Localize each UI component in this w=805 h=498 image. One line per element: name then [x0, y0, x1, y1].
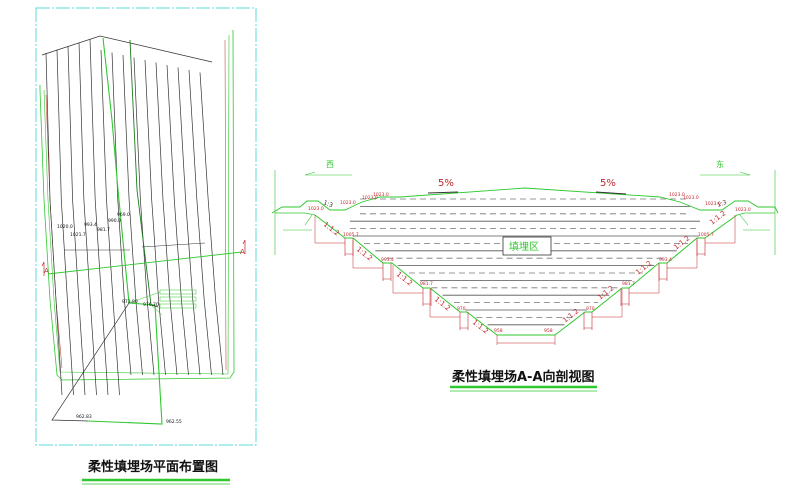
dimension-bench — [667, 240, 698, 269]
berm-right — [736, 212, 775, 216]
slope-percent-left: 5% — [438, 178, 454, 189]
slope-ratio-label: 1:1.2 — [672, 234, 691, 251]
elev-label: 1021.7 — [70, 232, 86, 238]
note-callout — [159, 296, 197, 302]
elev-top-right-4: 1023.0 — [669, 192, 685, 198]
west-arrowhead — [304, 171, 316, 176]
slope-ratio-label: 1:1.2 — [433, 295, 452, 312]
elev-bottom-right: 958 — [544, 328, 553, 334]
elev-top-right-3: 1023.0 — [683, 195, 699, 201]
drain-left — [304, 214, 313, 226]
elev-top-left: 1023.0 — [308, 206, 324, 212]
slope-ratio-label: 1:1.2 — [322, 220, 341, 237]
slope-arrow-right — [595, 191, 627, 195]
note-callout — [159, 289, 197, 295]
zone-label-box — [502, 236, 552, 256]
pit-top-edge — [41, 35, 213, 63]
pit-contour-line — [67, 45, 86, 396]
plan-title: 柔性填埋场平面布置图 — [87, 459, 218, 475]
site-boundary-inner — [43, 34, 230, 375]
section-title: 柔性填埋场A-A向剖视图 — [451, 369, 595, 385]
elev-bottom-left: 958 — [494, 328, 503, 334]
elev-step-left: 1005.7 — [343, 232, 359, 238]
callout-leader — [150, 304, 163, 316]
plan-elevation-labels: 1020.0 1021.7 993.4 981.7 990.0 969.0 97… — [44, 212, 245, 425]
elev-step-right: 1005.7 — [698, 232, 714, 238]
elev-top-left-2: 1023.0 — [340, 200, 356, 206]
section-view — [271, 170, 779, 345]
dimension-bench — [705, 215, 736, 244]
elev-step-left: 970 — [457, 306, 466, 312]
slope-outer-right: 1:3 — [716, 199, 728, 209]
dimension-bench — [392, 265, 423, 294]
section-arrow-left — [41, 261, 45, 276]
slope-ratio-label: 1:1.2 — [634, 259, 653, 276]
elev-label: 976.70 — [143, 302, 159, 308]
pit-contour-line — [122, 54, 143, 376]
elev-label: 973.80 — [122, 299, 138, 305]
elev-top-left-4: 1023.0 — [373, 192, 389, 198]
zone-label: 填埋区 — [509, 240, 539, 253]
slope-arrow-left — [427, 191, 459, 194]
elev-label: 990.0 — [108, 218, 121, 224]
elev-label: 993.4 — [84, 222, 97, 228]
section-labels: 西 东 5% 5% 填埋区 1:3 1:3 1023.0 1023.0 1023… — [308, 159, 751, 334]
section-line-a-a — [47, 251, 243, 275]
berm-left — [275, 212, 316, 216]
elev-step-left: 981.7 — [420, 281, 433, 287]
west-label: 西 — [326, 160, 334, 169]
section-marker-right: A — [240, 248, 245, 256]
pit-bottom-left — [51, 302, 130, 422]
section-arrow-right — [242, 239, 246, 254]
plan-view — [39, 29, 246, 425]
elev-step-right: 981.7 — [622, 281, 635, 287]
dimension-bench — [429, 289, 460, 318]
dimension-line — [141, 242, 206, 248]
elev-label: 1020.0 — [57, 224, 73, 230]
elev-label: 962.55 — [166, 419, 182, 425]
dimension-bench — [629, 265, 660, 294]
pit-contour-line — [144, 59, 166, 376]
pit-bottom-edge — [150, 304, 159, 308]
pit-contour-line — [155, 62, 178, 376]
plan-frame — [35, 7, 257, 446]
pit-contour-line — [133, 57, 155, 376]
elev-label: 969.0 — [117, 212, 130, 218]
elev-label: 981.7 — [97, 227, 110, 233]
slope-percent-right: 5% — [600, 178, 616, 189]
boundary-red-right — [224, 39, 227, 371]
drain-right — [739, 214, 749, 226]
dimension-bench — [352, 240, 383, 269]
drainage-line — [129, 39, 152, 306]
section-marker-left: A — [44, 267, 49, 275]
slope-ratio-labels: 1:1.21:1.21:1.21:1.21:1.21:1.21:1.21:1.2… — [322, 209, 728, 335]
pit-contour-line — [199, 72, 224, 376]
ground-surface-line — [271, 187, 779, 214]
pit-contour-line — [166, 64, 189, 376]
note-callout — [159, 303, 197, 309]
pit-contour-line — [56, 49, 74, 396]
callout-leader — [128, 291, 161, 304]
east-arrowhead — [739, 171, 751, 176]
elev-top-left-3: 1023.0 — [362, 195, 378, 201]
pit-contour-line — [177, 67, 201, 376]
site-boundary-outer — [39, 29, 235, 381]
elev-step-right: 970 — [586, 306, 595, 312]
elev-top-right: 1023.0 — [735, 207, 751, 213]
elev-top-right-2: 1023.0 — [705, 201, 721, 207]
slope-ratio-label: 1:1.2 — [471, 318, 490, 335]
liner-profile — [314, 214, 738, 336]
elev-label: 962.83 — [76, 414, 92, 420]
dimension-bench — [314, 215, 345, 244]
slope-ratio-label: 1:1.2 — [355, 245, 374, 262]
elev-step-left: 993.4 — [381, 257, 394, 263]
east-label: 东 — [716, 159, 724, 169]
slope-outer-left: 1:3 — [322, 199, 334, 209]
slope-ratio-label: 1:1.2 — [596, 284, 615, 301]
dimension-bench — [592, 289, 623, 318]
pit-contour-line — [188, 69, 212, 376]
elev-step-right: 993.4 — [659, 257, 672, 263]
pit-contour-line — [45, 52, 63, 396]
